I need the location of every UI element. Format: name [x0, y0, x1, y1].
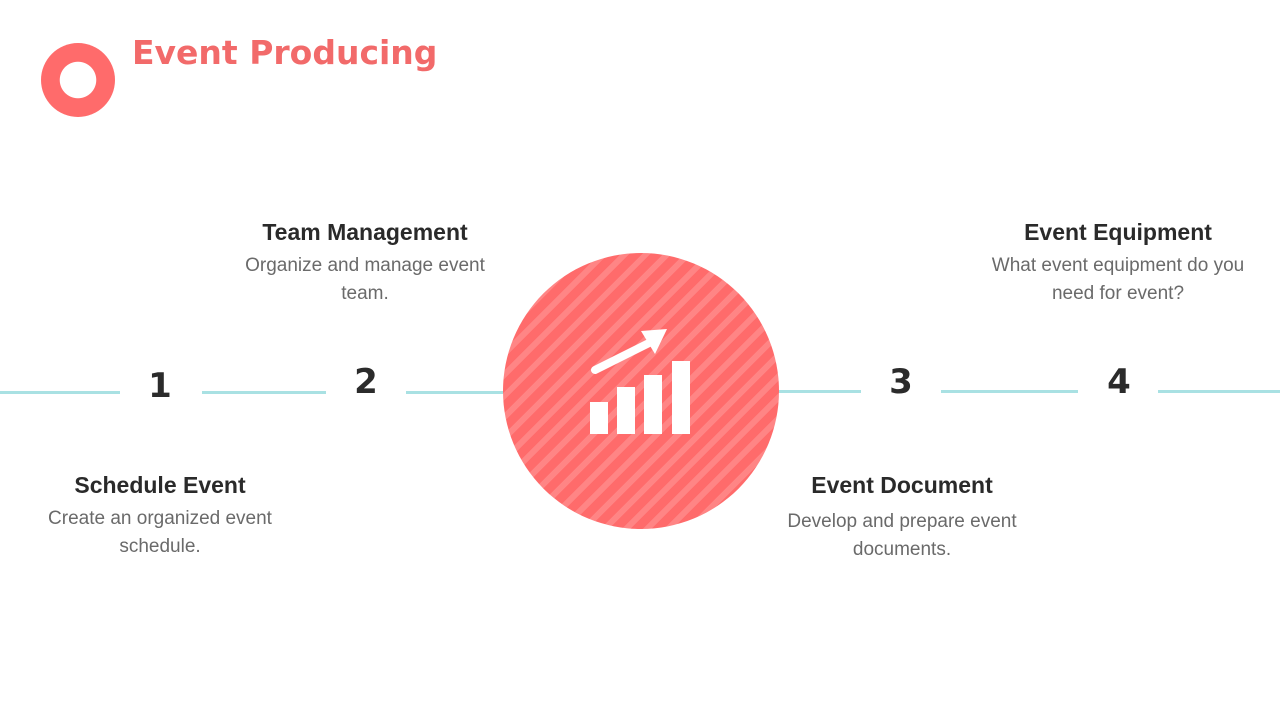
- step-title: Team Management: [262, 219, 468, 245]
- timeline-line-segment: [406, 391, 506, 394]
- step-number-3: 3: [889, 362, 913, 402]
- step-title: Event Equipment: [1024, 219, 1212, 245]
- growth-chart-icon: [590, 329, 690, 434]
- timeline-line-segment: [202, 391, 326, 394]
- step-description: Organize and manage event team.: [245, 255, 485, 304]
- timeline-line-segment: [776, 390, 861, 393]
- step-description: Create an organized event schedule.: [48, 508, 272, 557]
- step-number-1: 1: [148, 366, 172, 406]
- page-title: Event Producing: [132, 33, 438, 72]
- step-number-2: 2: [354, 362, 378, 402]
- timeline-line-segment: [1158, 390, 1280, 393]
- step-title: Event Document: [811, 472, 993, 498]
- timeline-line-segment: [0, 391, 120, 394]
- center-circle: [503, 253, 779, 529]
- step-block-2: Team Management Organize and manage even…: [225, 218, 505, 308]
- step-block-1: Schedule Event Create an organized event…: [20, 471, 300, 561]
- timeline-line-segment: [941, 390, 1078, 393]
- logo-ring-icon: [41, 43, 115, 117]
- step-block-3: Event Document Develop and prepare event…: [762, 471, 1042, 564]
- step-description: What event equipment do you need for eve…: [991, 255, 1245, 304]
- step-title: Schedule Event: [74, 472, 246, 498]
- step-description: Develop and prepare event documents.: [787, 511, 1017, 560]
- step-block-4: Event Equipment What event equipment do …: [978, 218, 1258, 308]
- step-number-4: 4: [1107, 362, 1131, 402]
